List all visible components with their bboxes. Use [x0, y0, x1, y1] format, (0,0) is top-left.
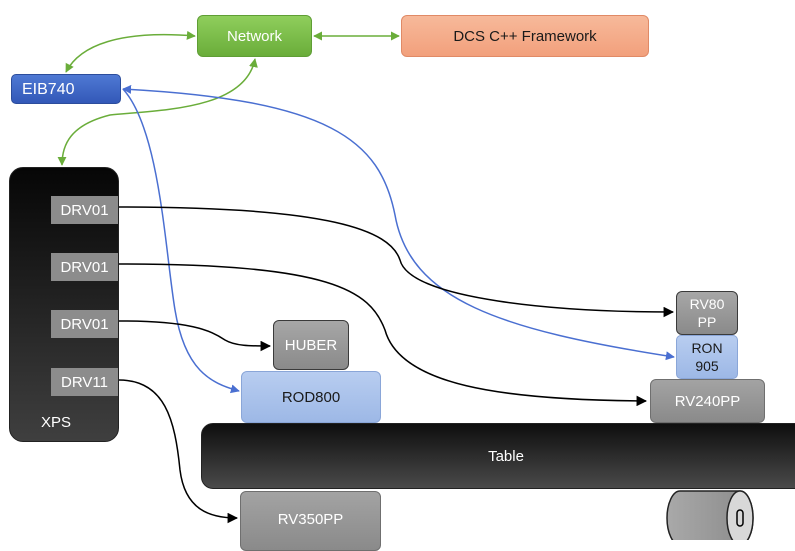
table-node: Table: [201, 423, 795, 489]
rv80pp-label-line2: PP: [697, 314, 717, 330]
link-eib740-rod800: [122, 88, 240, 394]
drv-port-1: DRV01: [51, 196, 118, 224]
drv-port-3-label: DRV01: [60, 315, 109, 333]
table-label: Table: [488, 447, 524, 465]
network-node: Network: [197, 15, 312, 57]
rod800-label: ROD800: [281, 388, 341, 406]
drv-port-4: DRV11: [51, 368, 118, 396]
ron905-label-line1: RON: [691, 340, 723, 356]
cylinder-motor-icon: [666, 490, 754, 540]
ron905-label-line2: 905: [695, 358, 719, 374]
drv-port-2-label: DRV01: [60, 258, 109, 276]
link-eib740-ron905: [122, 84, 675, 361]
link-drv4-rv350pp: [118, 379, 239, 524]
drv-port-3: DRV01: [51, 310, 118, 338]
link-drv1-rv80pp: [118, 206, 675, 318]
ron905-node: RON 905: [676, 335, 738, 379]
link-network-eib740: [65, 30, 196, 73]
rv240pp-node: RV240PP: [650, 379, 765, 423]
rod800-node: ROD800: [241, 371, 381, 423]
link-network-xps: [57, 58, 258, 166]
link-drv2-rv240pp: [118, 263, 648, 407]
rv80pp-node: RV80 PP: [676, 291, 738, 335]
drv-port-2: DRV01: [51, 253, 118, 281]
rv240pp-label: RV240PP: [674, 392, 741, 410]
drv-port-1-label: DRV01: [60, 201, 109, 219]
drv-port-4-label: DRV11: [61, 373, 108, 391]
rv80pp-label-line1: RV80: [689, 296, 725, 312]
rv350pp-label: RV350PP: [277, 511, 344, 528]
dcs-framework-node: DCS C++ Framework: [401, 15, 649, 57]
network-label: Network: [226, 27, 282, 45]
xps-label: XPS: [41, 414, 72, 431]
link-drv3-huber: [118, 320, 272, 352]
dcs-label: DCS C++ Framework: [453, 27, 597, 45]
